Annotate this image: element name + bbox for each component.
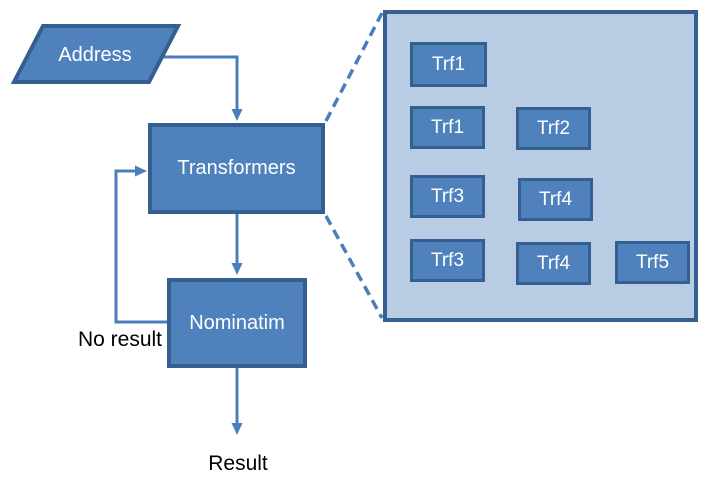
address-parallelogram [10, 24, 182, 84]
trf-box-label: Trf3 [430, 185, 465, 207]
trf-box-label: Trf5 [635, 251, 670, 273]
node-nominatim: Nominatim [167, 278, 307, 368]
edge-label-no-result: No result [77, 328, 163, 351]
trf-box-label: Trf1 [430, 116, 465, 138]
trf-box: Trf4 [516, 242, 591, 285]
trf-box: Trf5 [615, 241, 690, 284]
trf-box: Trf2 [516, 107, 591, 150]
trf-box-label: Trf4 [536, 252, 571, 274]
zoom-callout-dash-bottom [324, 215, 384, 319]
edge-label-result: Result [208, 452, 268, 475]
trf-box: Trf1 [410, 42, 487, 87]
transformers-detail-panel: Trf1 Trf1 Trf2 Trf3 Trf4 Trf3 Trf4 Trf5 [383, 10, 698, 322]
trf-box: Trf4 [518, 178, 593, 221]
trf-box-label: Trf2 [536, 117, 571, 139]
edge-no-result-loop [114, 165, 167, 324]
node-nominatim-label: Nominatim [189, 311, 285, 334]
node-address-label: Address [58, 44, 132, 66]
trf-box-label: Trf3 [430, 249, 465, 271]
node-transformers: Transformers [148, 123, 325, 214]
trf-box: Trf1 [410, 106, 485, 149]
node-transformers-label: Transformers [177, 157, 296, 179]
zoom-callout-dash-top [324, 12, 384, 122]
trf-box-label: Trf4 [538, 188, 573, 210]
trf-box: Trf3 [410, 239, 485, 282]
trf-box: Trf3 [410, 175, 485, 218]
trf-box-label: Trf1 [431, 53, 466, 75]
edge-address-to-transformers [160, 55, 243, 121]
